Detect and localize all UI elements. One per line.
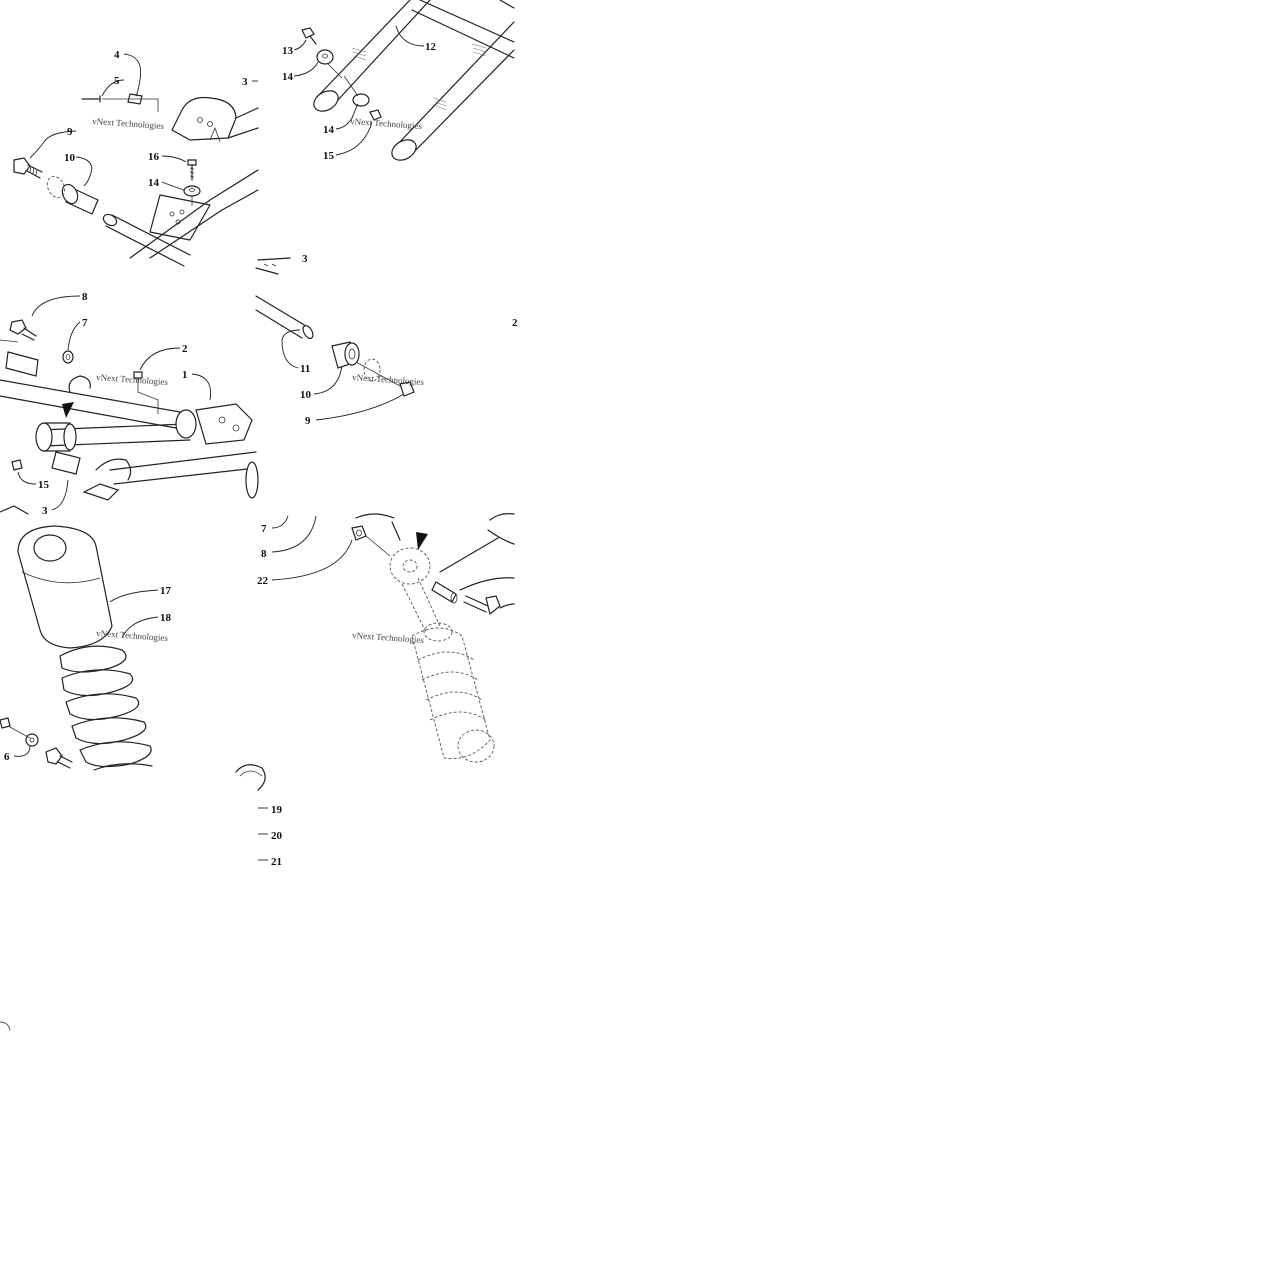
callout-8: 8 xyxy=(82,291,88,303)
callout-10: 10 xyxy=(64,152,76,164)
callout-18: 18 xyxy=(160,612,172,624)
shock-rod xyxy=(401,577,441,633)
callout-14b: 14 xyxy=(323,124,335,136)
callout-10: 10 xyxy=(300,389,312,401)
washer xyxy=(316,49,334,65)
tile-top-middle: 13 12 14 14 15 vNext Technologies xyxy=(282,0,515,162)
callout-3: 3 xyxy=(242,76,248,88)
tile-bottom-left: 17 18 6 vNext Technologies xyxy=(0,525,172,771)
cross-member xyxy=(411,0,515,59)
tile-middle-middle: 3 2 11 10 9 vNext Technologies xyxy=(255,253,518,427)
bolt xyxy=(301,27,315,39)
nut xyxy=(369,109,382,121)
shock-eyelet xyxy=(389,547,431,585)
pivot-bushing xyxy=(35,422,53,452)
callout-12: 12 xyxy=(425,41,437,53)
callout-1: 1 xyxy=(182,369,188,381)
tile-edge-fragment: 3 xyxy=(302,253,308,265)
callout-7: 7 xyxy=(82,317,88,329)
callout-19: 19 xyxy=(271,804,283,816)
spacer xyxy=(431,581,457,603)
shock-body xyxy=(411,622,495,763)
callout-20: 20 xyxy=(271,830,283,842)
callout-9: 9 xyxy=(67,126,73,138)
bolt xyxy=(13,157,31,175)
boot xyxy=(51,451,81,475)
boot xyxy=(5,351,39,377)
watermark: vNext Technologies xyxy=(92,116,165,131)
callout-21: 21 xyxy=(271,856,282,868)
watermark: vNext Technologies xyxy=(96,628,169,643)
mount-bracket xyxy=(149,194,211,241)
watermark: vNext Technologies xyxy=(350,116,423,131)
a-arm-lower xyxy=(109,451,257,485)
watermark: vNext Technologies xyxy=(352,372,425,387)
watermark: vNext Technologies xyxy=(96,372,169,387)
washer xyxy=(352,93,370,107)
shock-mount xyxy=(171,96,237,141)
callout-11: 11 xyxy=(300,363,310,375)
callout-2: 2 xyxy=(182,343,188,355)
callout-17: 17 xyxy=(160,585,172,597)
callout-14: 14 xyxy=(282,71,294,83)
swing-arm-left xyxy=(317,0,431,101)
callout-22: 22 xyxy=(257,575,269,587)
callout-4: 4 xyxy=(114,49,120,61)
direction-arrow xyxy=(62,402,74,418)
tile-middle-left: 8 7 2 1 15 3 vNext Technologies xyxy=(0,291,259,517)
tube xyxy=(255,295,307,339)
direction-arrow xyxy=(416,532,428,550)
callout-6: 6 xyxy=(4,751,10,763)
coil-spring xyxy=(59,645,153,771)
watermark: vNext Technologies xyxy=(352,630,425,645)
clip xyxy=(68,375,91,393)
callout-5: 5 xyxy=(114,75,120,87)
tile-legend: 19 20 21 xyxy=(0,764,283,1031)
a-arm-upper xyxy=(0,379,181,429)
washer xyxy=(25,733,39,747)
callout-9: 9 xyxy=(305,415,311,427)
pivot-bushing-right xyxy=(175,409,197,439)
cross-tube xyxy=(105,214,191,267)
bolt xyxy=(9,319,27,335)
callout-7: 7 xyxy=(261,523,267,535)
nut xyxy=(351,525,367,541)
bolt xyxy=(485,595,501,616)
callout-15: 15 xyxy=(323,150,335,162)
nut xyxy=(11,459,23,471)
tile-top-left: 4 5 3 9 10 16 14 vNext Technologies xyxy=(13,49,259,267)
washer xyxy=(62,350,74,364)
callout-14: 14 xyxy=(148,177,160,189)
callout-3: 3 xyxy=(42,505,48,517)
frame-rail-inner xyxy=(149,189,259,259)
bolt xyxy=(45,747,63,765)
callout-16: 16 xyxy=(148,151,160,163)
callout-13: 13 xyxy=(282,45,294,57)
frame-rail xyxy=(129,169,259,259)
callout-8: 8 xyxy=(261,548,267,560)
swing-arm-right xyxy=(395,21,515,155)
bolt xyxy=(399,381,415,397)
callout-15: 15 xyxy=(38,479,50,491)
tile-edge-fragment-right: 2 xyxy=(512,317,518,329)
rivet xyxy=(81,95,101,103)
tile-bottom-middle: 7 8 22 vNext Technologies xyxy=(257,513,515,763)
